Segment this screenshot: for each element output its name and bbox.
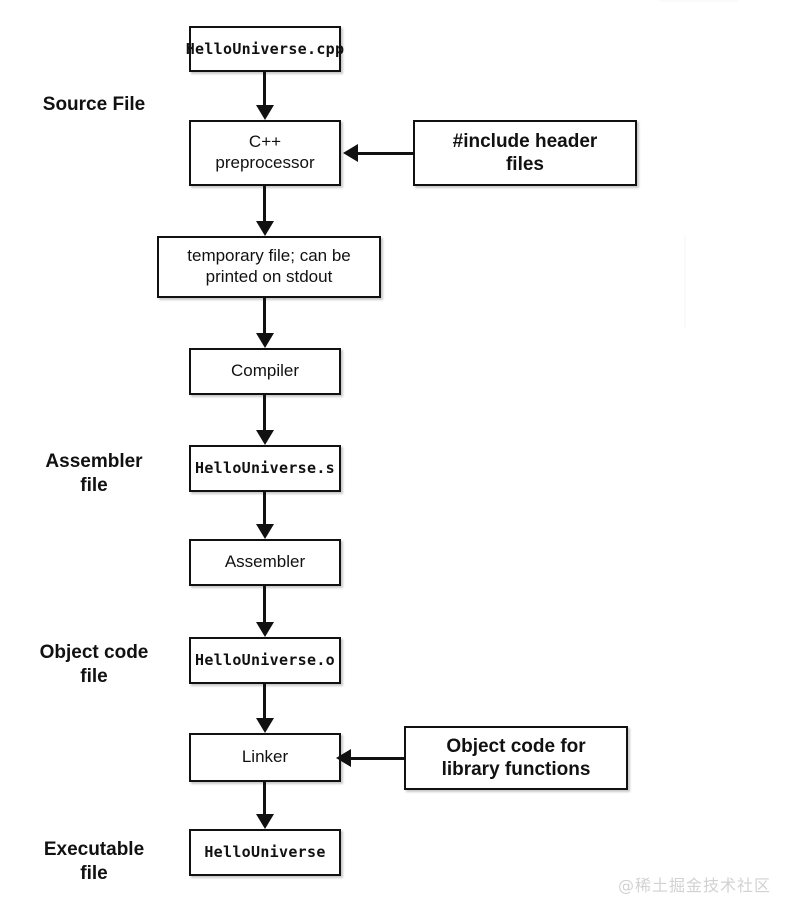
edge-preprocessor-to-temporary <box>263 186 266 222</box>
arrowhead-preprocessor-to-temporary <box>256 221 274 236</box>
edge-library-to-linker <box>350 757 405 760</box>
node-label: C++ preprocessor <box>215 132 315 172</box>
node-cpp-preprocessor[interactable]: C++ preprocessor <box>189 120 341 186</box>
arrowhead-hellouniverse-s-to-assembler <box>256 524 274 539</box>
edge-compiler-to-hellouniverse-s <box>263 395 266 430</box>
node-label: Linker <box>241 747 289 767</box>
arrowhead-assembler-to-hellouniverse-o <box>256 622 274 637</box>
node-linker[interactable]: Linker <box>189 733 341 782</box>
node-label: Compiler <box>230 361 300 381</box>
edge-temporary-to-compiler <box>263 298 266 333</box>
node-label: temporary file; can be printed on stdout <box>187 246 351 286</box>
node-label: HelloUniverse <box>204 843 326 862</box>
arrowhead-hellouniverse-o-to-linker <box>256 718 274 733</box>
node-compiler[interactable]: Compiler <box>189 348 341 395</box>
node-object-code-library[interactable]: Object code for library functions <box>404 726 628 790</box>
edge-hellouniverse-o-to-linker <box>263 684 266 718</box>
node-label: Object code for library functions <box>441 735 591 780</box>
node-temporary-file[interactable]: temporary file; can be printed on stdout <box>157 236 381 298</box>
scan-artifact-2 <box>668 236 686 328</box>
edge-hellouniverse-s-to-assembler <box>263 492 266 524</box>
node-hellouniverse-s[interactable]: HelloUniverse.s <box>189 445 341 492</box>
arrowhead-library-to-linker <box>336 749 351 767</box>
edge-include-to-preprocessor <box>358 152 414 155</box>
arrowhead-cpp-to-preprocessor <box>256 105 274 120</box>
caption-assembler-file: Assembler file <box>45 451 143 496</box>
node-label: HelloUniverse.s <box>195 459 335 478</box>
caption-source-file: Source File <box>42 94 146 115</box>
node-hellouniverse[interactable]: HelloUniverse <box>189 829 341 876</box>
arrowhead-temporary-to-compiler <box>256 333 274 348</box>
watermark: @稀土掘金技术社区 <box>618 876 772 895</box>
node-assembler[interactable]: Assembler <box>189 539 341 586</box>
edge-cpp-to-preprocessor <box>263 72 266 106</box>
node-hellouniverse-o[interactable]: HelloUniverse.o <box>189 637 341 684</box>
edge-assembler-to-hellouniverse-o <box>263 586 266 622</box>
node-label: #include header files <box>452 130 598 175</box>
arrowhead-compiler-to-hellouniverse-s <box>256 430 274 445</box>
node-include-header-files[interactable]: #include header files <box>413 120 637 186</box>
node-label: HelloUniverse.o <box>195 651 335 670</box>
node-label: Assembler <box>224 552 306 572</box>
node-hellouniverse-cpp[interactable]: HelloUniverse.cpp <box>186 26 344 72</box>
caption-executable-file: Executable file <box>43 839 145 884</box>
node-label: HelloUniverse.cpp <box>185 39 345 58</box>
scan-artifact <box>660 0 738 12</box>
edge-linker-to-hellouniverse <box>263 782 266 814</box>
caption-object-code-file: Object code file <box>39 642 149 687</box>
arrowhead-linker-to-hellouniverse <box>256 814 274 829</box>
arrowhead-include-to-preprocessor <box>343 144 358 162</box>
